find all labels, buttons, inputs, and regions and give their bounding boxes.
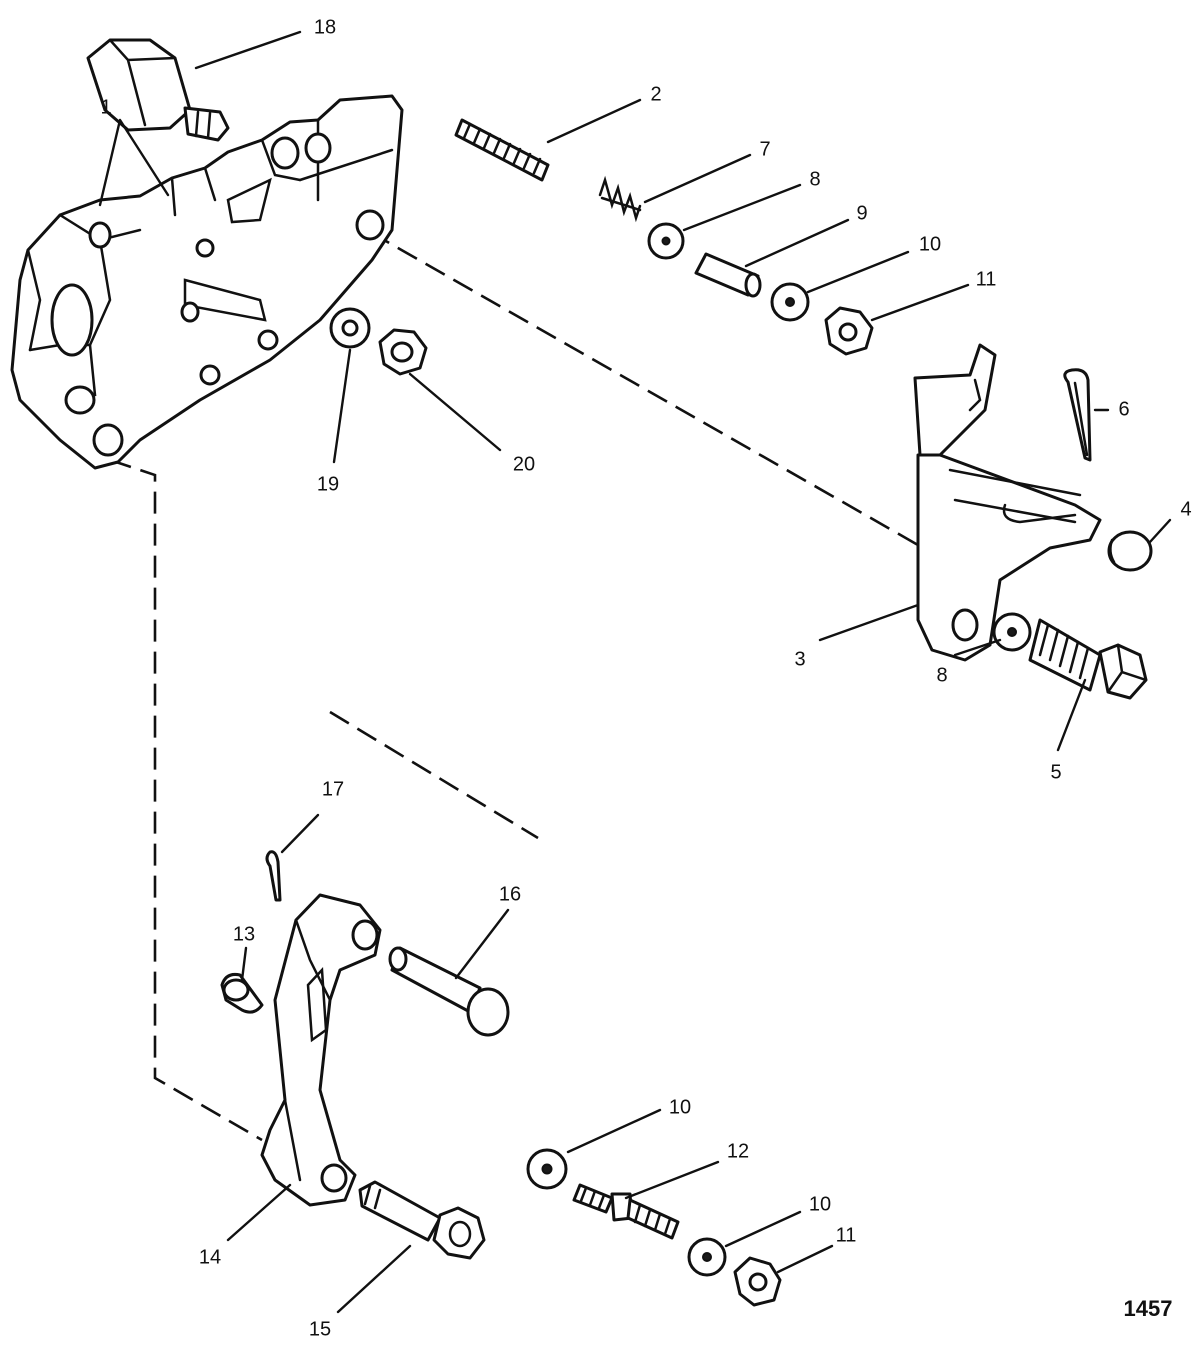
leader-13 xyxy=(240,946,248,982)
leader-11-bottom xyxy=(776,1244,834,1274)
part-11-nut-top xyxy=(824,306,874,356)
callout-7: 7 xyxy=(759,138,770,160)
figure-number: 1457 xyxy=(1124,1296,1173,1321)
leader-8-middle xyxy=(953,638,1002,657)
leader-5 xyxy=(1056,678,1087,752)
callout-4: 4 xyxy=(1180,498,1191,520)
callout-8-top: 8 xyxy=(809,168,820,190)
part-16-pin xyxy=(388,946,510,1037)
leader-14 xyxy=(226,1183,292,1242)
callout-8-middle: 8 xyxy=(936,664,947,686)
guide-line-bracket-to-lever xyxy=(369,230,919,547)
part-6-cotter-pin xyxy=(1063,368,1092,462)
callout-1: 1 xyxy=(100,96,111,118)
leader-2 xyxy=(546,98,642,144)
part-18-standoff xyxy=(86,38,230,142)
leader-15 xyxy=(336,1244,412,1314)
part-8-washer-middle xyxy=(992,612,1032,652)
part-5-hex-bolt xyxy=(1028,618,1148,700)
callout-9: 9 xyxy=(856,202,867,224)
leader-1 xyxy=(98,118,170,207)
callout-5: 5 xyxy=(1050,761,1061,783)
callout-16: 16 xyxy=(499,883,521,905)
callout-10-bottom: 10 xyxy=(809,1193,831,1215)
callout-20: 20 xyxy=(513,453,535,475)
leader-19 xyxy=(332,348,352,464)
part-4-cap xyxy=(1107,530,1153,572)
leader-16 xyxy=(454,908,510,980)
callout-15: 15 xyxy=(309,1318,331,1340)
callout-14: 14 xyxy=(199,1246,221,1268)
part-15-shoulder-bolt xyxy=(358,1180,486,1260)
part-17-cotter-pin xyxy=(265,850,282,902)
callout-10-middle: 10 xyxy=(669,1096,691,1118)
assembly-guide-lines xyxy=(109,230,919,1142)
callout-11-bottom: 11 xyxy=(836,1224,857,1246)
part-10-washer-middle xyxy=(526,1148,568,1190)
part-10-washer-bottom xyxy=(687,1237,727,1277)
callout-13: 13 xyxy=(233,923,255,945)
callout-11-top: 11 xyxy=(976,268,997,290)
leader-12 xyxy=(624,1160,720,1200)
callout-10-top: 10 xyxy=(919,233,941,255)
leader-3 xyxy=(818,603,920,642)
callout-18: 18 xyxy=(314,16,336,38)
part-11-nut-bottom xyxy=(733,1256,782,1307)
part-8-washer-top xyxy=(647,222,685,260)
leader-18 xyxy=(194,30,302,70)
part-9-pin xyxy=(694,252,762,298)
callout-3: 3 xyxy=(794,648,805,670)
part-7-spring xyxy=(598,175,642,223)
part-13-pin-clip xyxy=(220,973,264,1014)
leader-17 xyxy=(280,813,320,854)
leader-lines xyxy=(98,30,1172,1314)
leader-9 xyxy=(744,218,850,268)
callout-12: 12 xyxy=(727,1140,749,1162)
leader-7 xyxy=(643,153,752,204)
part-12-stud xyxy=(572,1183,680,1240)
callout-17: 17 xyxy=(322,778,344,800)
part-1-main-bracket xyxy=(10,94,404,470)
callout-labels: 1 18 2 7 8 9 10 11 19 20 6 4 3 8 5 17 13… xyxy=(100,16,1191,1340)
part-2-stud xyxy=(454,118,550,182)
leader-11-top xyxy=(870,283,970,322)
callout-19: 19 xyxy=(317,473,339,495)
callout-6: 6 xyxy=(1118,398,1129,420)
guide-line-bracket-to-link xyxy=(109,458,263,1142)
leader-10-bottom xyxy=(724,1210,802,1248)
leader-4 xyxy=(1148,518,1172,544)
leader-10-top xyxy=(806,250,910,294)
leader-20 xyxy=(408,372,502,452)
callout-2: 2 xyxy=(650,83,661,105)
part-20-nut xyxy=(378,328,428,376)
part-10-washer-top xyxy=(770,282,810,322)
part-3-shift-lever xyxy=(913,343,1102,662)
leader-10-middle xyxy=(566,1108,662,1154)
part-19-washer xyxy=(329,307,371,349)
part-14-link-arm xyxy=(260,893,382,1207)
guide-line-link-to-washer xyxy=(329,710,539,840)
leader-8-top xyxy=(682,183,802,232)
